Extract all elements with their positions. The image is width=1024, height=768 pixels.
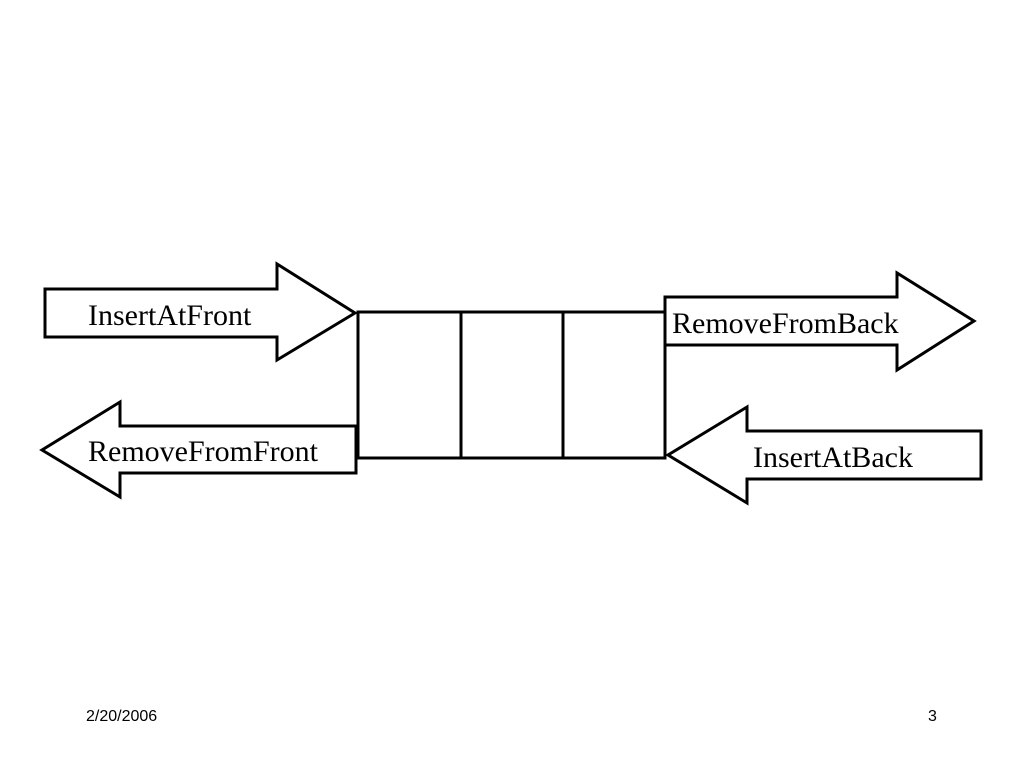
remove-from-back-arrow: RemoveFromBack (663, 270, 977, 373)
slide-page-number: 3 (928, 708, 937, 725)
remove-from-front-label: RemoveFromFront (88, 435, 319, 468)
insert-at-back-label: InsertAtBack (753, 441, 913, 474)
slide-date: 2/20/2006 (86, 708, 158, 725)
queue-box (356, 310, 667, 460)
left-arrow-icon (39, 399, 358, 500)
left-arrow-icon (665, 404, 983, 506)
queue-outline (356, 310, 667, 460)
right-arrow-icon (663, 270, 977, 373)
right-arrow-icon (43, 261, 358, 363)
remove-from-back-label: RemoveFromBack (672, 307, 899, 340)
insert-at-front-label: InsertAtFront (88, 299, 252, 332)
remove-from-front-arrow: RemoveFromFront (39, 399, 358, 500)
insert-at-front-arrow: InsertAtFront (43, 261, 358, 363)
insert-at-back-arrow: InsertAtBack (665, 404, 983, 506)
